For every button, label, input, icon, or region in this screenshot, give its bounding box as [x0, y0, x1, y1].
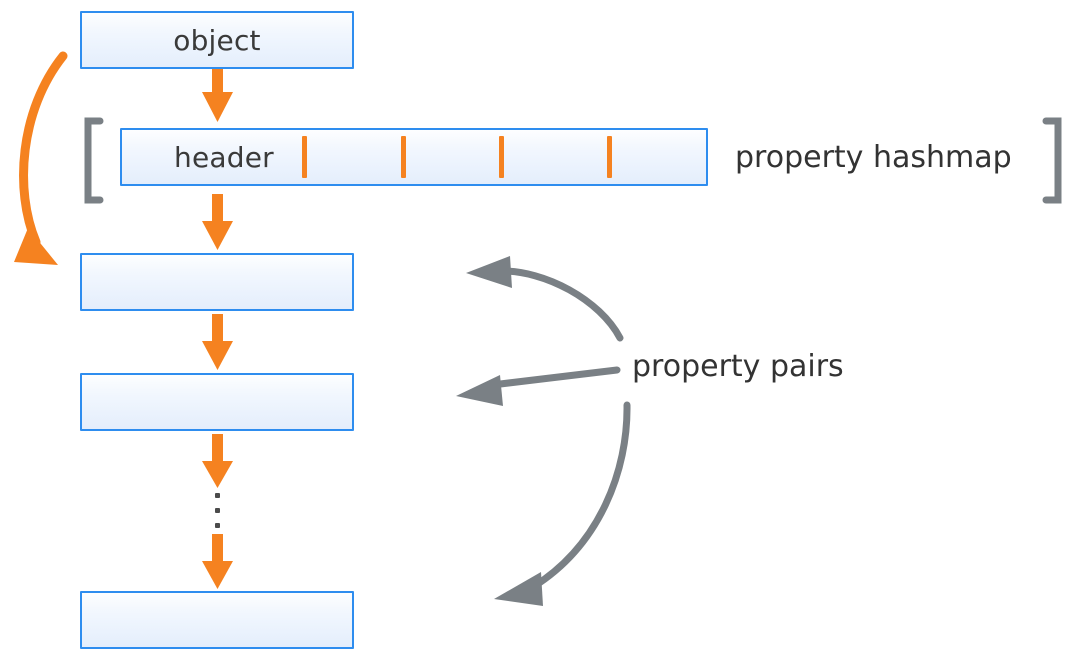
ellipsis-dot-3: [215, 523, 220, 528]
property-pair-box-last[interactable]: [80, 591, 354, 649]
hashmap-header-label: header: [174, 140, 274, 174]
object-to-pair-curve-arrow: [14, 51, 68, 265]
hashmap-slot-tick-1: [302, 136, 307, 178]
property-pairs-pointer-top-arrow: [466, 256, 624, 342]
property-pairs-pointer-bottom-arrow: [494, 401, 631, 606]
property-pair-box-1-label: [82, 255, 352, 309]
property-pairs-pointer-middle-arrow: [456, 366, 621, 406]
property-pair-box-1[interactable]: [80, 253, 354, 311]
object-box-label: object: [173, 23, 261, 57]
hashmap-slot-tick-2: [401, 136, 406, 178]
ellipsis-dot-1: [215, 493, 220, 498]
property-hashmap-box[interactable]: header: [120, 128, 708, 186]
property-pair-box-last-label: [82, 593, 352, 647]
property-pair-box-2-label: [82, 375, 352, 429]
pair1-to-pair2-arrow: [202, 314, 233, 370]
hashmap-to-pair1-arrow: [202, 194, 233, 250]
left-bracket-icon: [84, 117, 104, 204]
hashmap-slot-tick-3: [499, 136, 504, 178]
property-pairs-caption: property pairs: [632, 349, 844, 384]
property-pair-box-2[interactable]: [80, 373, 354, 431]
hashmap-slot-tick-4: [607, 136, 612, 178]
ellipsis-to-lastpair-arrow: [202, 534, 233, 589]
pair2-to-ellipsis-arrow: [202, 434, 233, 488]
object-to-hashmap-arrow: [202, 69, 233, 122]
property-hashmap-caption: property hashmap: [735, 140, 1012, 175]
object-box[interactable]: object: [80, 11, 354, 69]
ellipsis-dot-2: [215, 508, 220, 513]
right-bracket-icon: [1042, 117, 1062, 204]
